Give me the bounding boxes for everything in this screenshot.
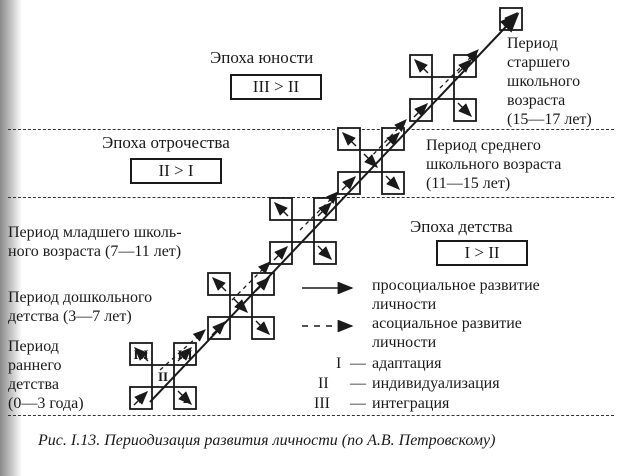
junior-school-cell-top-left xyxy=(269,197,293,221)
prosocial-development-arrow xyxy=(149,12,520,403)
legend-mark-i: I xyxy=(336,355,342,372)
senior-school-cell-bottom-right xyxy=(453,98,477,122)
era-title-adolescence: Эпоха отрочества xyxy=(102,133,230,152)
asocial-development-arrow-2 xyxy=(231,261,271,301)
era-separator-middle xyxy=(8,197,614,198)
early-childhood-cell-bottom-right: I xyxy=(173,386,197,410)
preschool-cell-top-left xyxy=(207,272,231,296)
legend-dash-i: — xyxy=(350,355,366,372)
era-separator-bottom xyxy=(8,415,614,416)
senior-school-cell-bottom-left xyxy=(409,98,433,122)
legend-dashed-arrow xyxy=(302,320,354,332)
asocial-development-arrow-5 xyxy=(439,49,479,89)
era-formula-youth: III > II xyxy=(230,74,322,100)
legend-mark-iii: III xyxy=(314,395,330,412)
preschool-cell-bottom-right xyxy=(251,316,275,340)
legend-integration: интеграция xyxy=(372,395,450,412)
top-cell xyxy=(499,7,523,31)
legend-asocial-line1: асоциальное развитие xyxy=(372,315,522,332)
figure-caption: Рис. I.13. Периодизация развития личност… xyxy=(38,432,496,449)
asocial-development-arrow-4 xyxy=(367,119,407,161)
asocial-development-arrow-1 xyxy=(159,329,206,371)
svg-text:II: II xyxy=(158,369,168,384)
legend-asocial-line2: личности xyxy=(372,334,437,351)
middle-school-cell-bottom-right xyxy=(381,171,405,195)
legend-prosocial-line1: просоциальное развитие xyxy=(372,277,540,294)
middle-school-cell-bottom-left xyxy=(337,171,361,195)
scan-edge-shadow xyxy=(0,0,22,476)
middle-school-cell-top-right xyxy=(381,127,405,151)
legend-solid-arrow xyxy=(302,282,354,294)
legend-mark-ii: II xyxy=(318,375,329,392)
era-title-childhood: Эпоха детства xyxy=(410,217,513,236)
era-formula-childhood: I > II xyxy=(436,240,528,266)
early-childhood-cell-top-left: III xyxy=(129,342,153,366)
legend-individualization: индивидуализация xyxy=(372,375,500,392)
early-childhood-cell-top-right: III xyxy=(173,342,197,366)
svg-text:I: I xyxy=(182,391,187,406)
legend-dash-ii: — xyxy=(350,375,366,392)
era-separator-top xyxy=(8,129,614,130)
senior-school-cell-center xyxy=(431,76,455,100)
diagram-arrows xyxy=(149,12,520,403)
asocial-development-arrow-3 xyxy=(299,191,339,231)
senior-school-cell-top-right xyxy=(453,54,477,78)
legend-adaptation: адаптация xyxy=(372,355,442,372)
svg-text:III: III xyxy=(177,347,192,362)
senior-school-cell-top-left xyxy=(409,54,433,78)
early-childhood-cell-center: II xyxy=(151,364,175,388)
era-title-youth: Эпоха юности xyxy=(210,48,314,67)
junior-school-cell-bottom-left xyxy=(269,241,293,265)
svg-text:III: III xyxy=(133,347,148,362)
svg-text:I: I xyxy=(138,391,143,406)
legend-dash-iii: — xyxy=(350,395,366,412)
middle-school-cell-top-left xyxy=(337,127,361,151)
legend-prosocial-line2: личности xyxy=(372,296,437,313)
early-childhood-cell-bottom-left: I xyxy=(129,386,153,410)
era-formula-adolescence: II > I xyxy=(130,158,222,184)
junior-school-cell-bottom-right xyxy=(313,241,337,265)
junior-school-cell-center xyxy=(291,219,315,243)
